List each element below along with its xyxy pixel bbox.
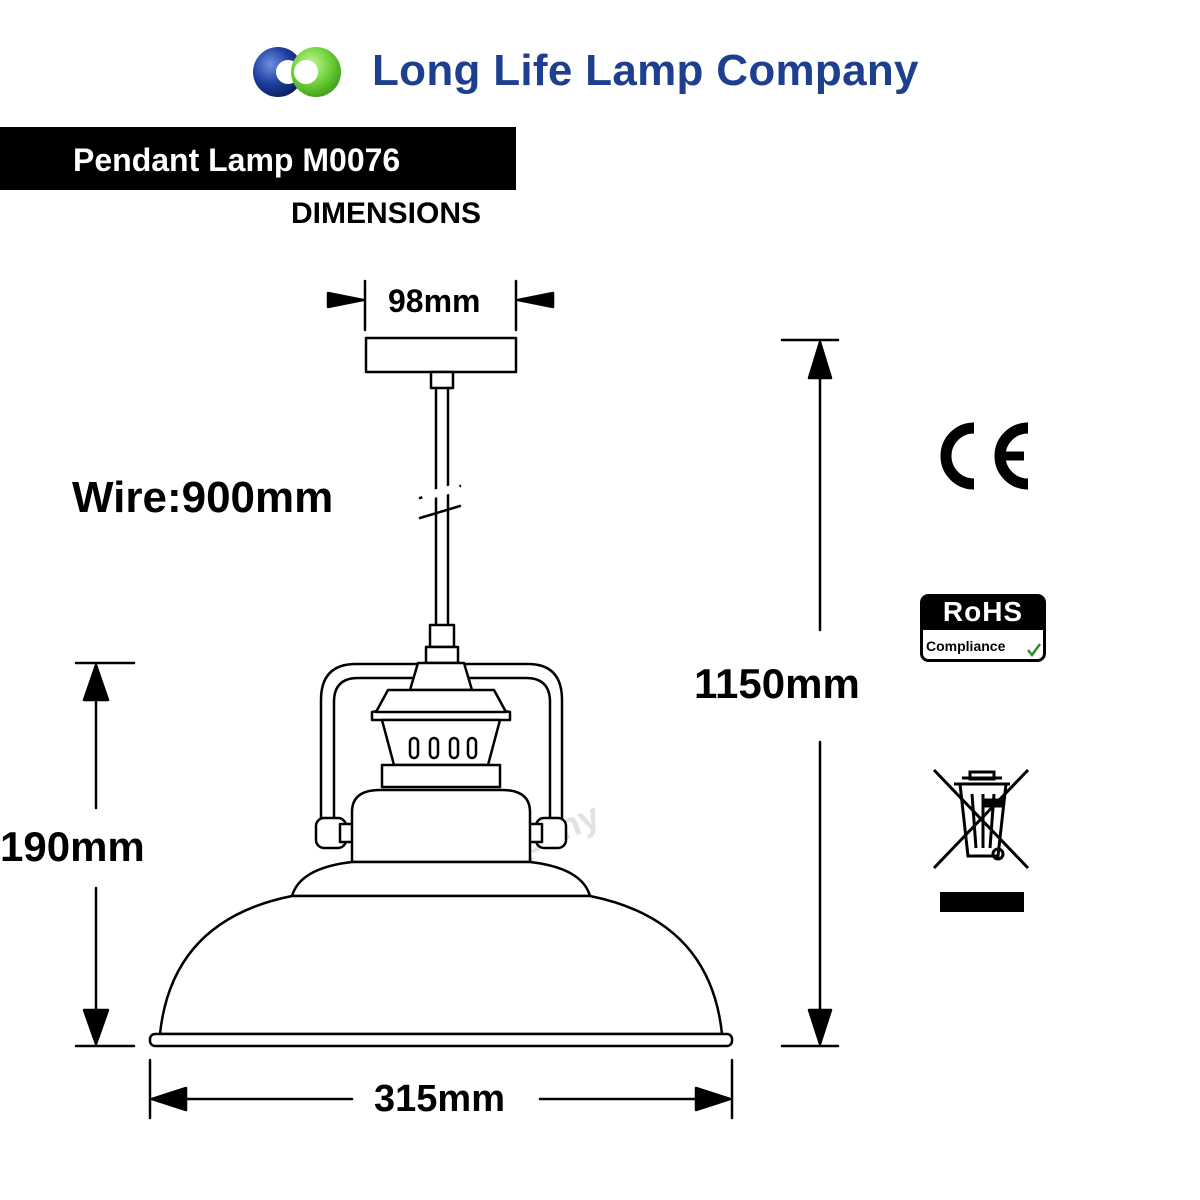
wire-length-label: Wire:900mm bbox=[72, 473, 334, 522]
rohs-badge bbox=[920, 594, 1046, 662]
shade-height-dimension bbox=[74, 661, 136, 1048]
long-life-logo-icon bbox=[253, 47, 341, 97]
cord-grip bbox=[428, 623, 456, 649]
rohs-subtitle: Compliance bbox=[926, 638, 1006, 654]
ce-mark-icon bbox=[940, 422, 1029, 490]
main-shade bbox=[158, 894, 724, 1036]
shade-height-label: 190mm bbox=[0, 823, 145, 870]
lamp-holder bbox=[408, 661, 474, 692]
ceiling-canopy bbox=[364, 336, 518, 374]
company-name: Long Life Lamp Company bbox=[372, 46, 919, 95]
dimensions-label: DIMENSIONS bbox=[291, 197, 482, 230]
total-height-label: 1150mm bbox=[694, 660, 860, 707]
shade-rim bbox=[148, 1032, 734, 1048]
canopy-grip bbox=[429, 370, 455, 390]
lamp-collar bbox=[350, 788, 532, 864]
total-height-dimension bbox=[780, 338, 840, 1048]
wire bbox=[418, 386, 462, 627]
rohs-title: RoHS bbox=[942, 596, 1024, 627]
header: Long Life Lamp Company bbox=[0, 0, 1200, 120]
canopy-width-dimension bbox=[326, 279, 555, 332]
check-icon bbox=[1027, 643, 1042, 658]
title-bar bbox=[0, 127, 516, 190]
product-title: Pendant Lamp M0076 bbox=[73, 142, 401, 178]
upper-shade bbox=[290, 860, 592, 898]
crossed-bin-icon bbox=[932, 768, 1030, 912]
shade-diameter-label: 315mm bbox=[374, 1078, 505, 1120]
canopy-width-label: 98mm bbox=[388, 283, 481, 319]
shade-diameter-dimension bbox=[148, 1058, 734, 1120]
